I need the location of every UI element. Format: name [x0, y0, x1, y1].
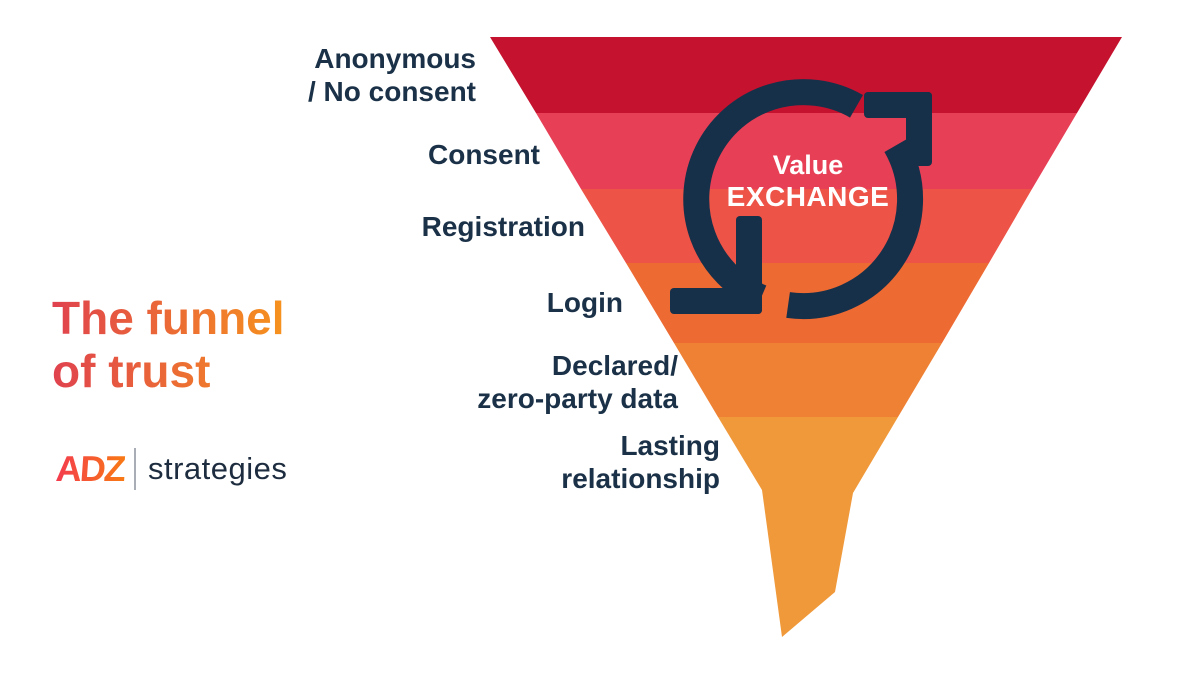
value-exchange-caption: Value EXCHANGE	[700, 150, 916, 213]
brand-logo-name: strategies	[148, 451, 288, 486]
sync-arc-right	[786, 139, 924, 320]
stage-label-consent: Consent	[428, 138, 540, 171]
stage-label-line: zero-party data	[477, 383, 678, 414]
value-exchange-line1: Value	[772, 150, 844, 180]
sync-arc-left	[683, 79, 863, 310]
stage-label-anonymous: Anonymous / No consent	[308, 42, 476, 108]
brand-logo: ADZ strategies	[55, 448, 288, 490]
funnel-band-consent	[536, 113, 1077, 189]
brand-logo-divider	[134, 448, 136, 490]
stage-label-login: Login	[547, 286, 623, 319]
sync-arrowhead-bottom-stem	[736, 216, 762, 314]
value-exchange-line2: EXCHANGE	[726, 181, 890, 212]
sync-arrowhead-top-stem	[906, 92, 932, 166]
page-title-line1: The funnel	[52, 292, 285, 344]
stage-label-line: / No consent	[307, 76, 476, 107]
funnel-band-declared	[674, 343, 942, 417]
stage-label-line: relationship	[561, 463, 720, 494]
stage-label-line: Registration	[421, 211, 585, 242]
stage-label-line: Lasting	[620, 430, 720, 461]
page-title: The funnel of trust	[52, 292, 285, 398]
stage-label-declared: Declared/ zero-party data	[477, 349, 678, 415]
brand-logo-mark: ADZ	[55, 448, 136, 490]
funnel-band-anonymous	[490, 37, 1122, 113]
stage-label-line: Consent	[428, 139, 540, 170]
stage-label-registration: Registration	[422, 210, 585, 243]
page-title-line2: of trust	[52, 345, 211, 397]
stage-label-line: Declared/	[551, 350, 678, 381]
sync-arrows-icon	[670, 79, 932, 320]
funnel-band-lasting-spout	[718, 417, 898, 637]
stage-label-line: Login	[546, 287, 623, 318]
stage-label-lasting: Lasting relationship	[561, 429, 720, 495]
stage-label-line: Anonymous	[314, 43, 476, 74]
